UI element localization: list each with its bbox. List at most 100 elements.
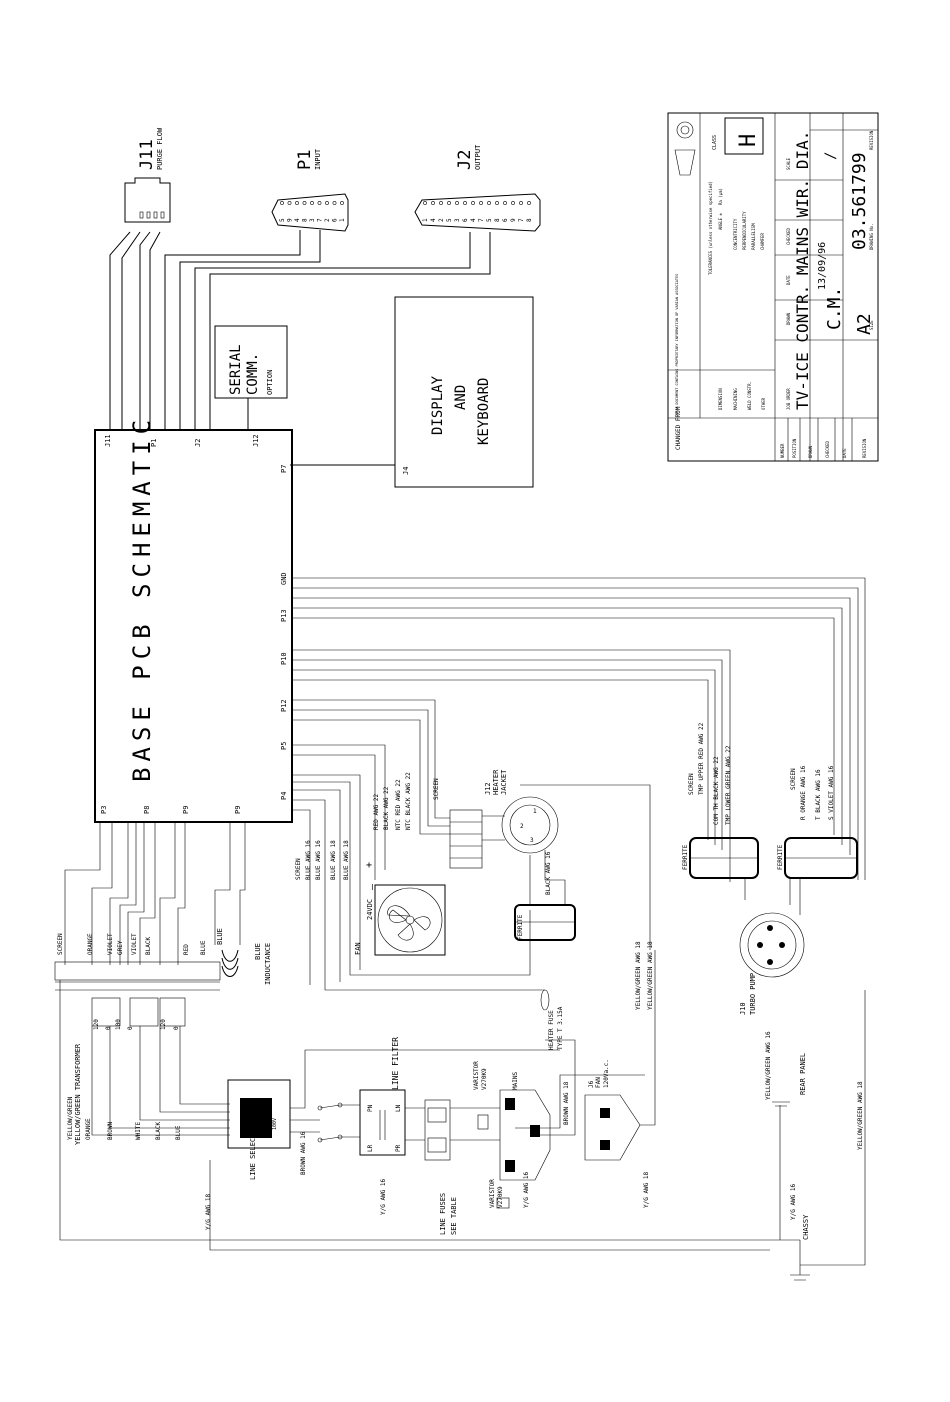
transformer: YELLOW/GREEN TRANSFORMER xyxy=(54,961,221,1145)
wire-tmp-screen: SCREEN xyxy=(688,773,695,795)
tb-rev-number: NUMBER xyxy=(780,443,785,458)
transformer-tap-label: 0 xyxy=(105,1026,112,1030)
transformer-tap-label: 100 xyxy=(115,1019,122,1030)
transformer-tap-label: 0 xyxy=(127,1026,134,1030)
transformer-secondary-label: SCREEN xyxy=(57,933,64,955)
heater-terminal xyxy=(449,809,483,869)
tb-drawing-no: 03.561799 xyxy=(849,152,870,250)
tb-sym-2: PERPENDICULARITY xyxy=(742,211,747,250)
wire-turbo-s: S VIOLET AWG 16 xyxy=(828,765,835,820)
j10-turbo-pump: J10 TURBO PUMP xyxy=(739,912,805,1015)
p1-pin xyxy=(295,201,299,205)
ferrite-turbo: FERRITE xyxy=(777,837,858,879)
line-filter: LINE FILTER PN LN LR PR xyxy=(359,1037,406,1156)
j2-pin xyxy=(447,201,451,205)
varistor-1: VARISTOR V270K9 xyxy=(473,1061,489,1130)
j2-pin-label: 4 xyxy=(470,218,477,222)
tb-drawing-no-label: DRAWING No. xyxy=(869,224,874,251)
j2-pin-label: 5 xyxy=(486,218,493,222)
filter-pin-ln: LN xyxy=(395,1104,402,1112)
j12-line1: HEATER xyxy=(492,769,500,795)
tb-tolerances: TOLERANCES (unless otherwise specified) xyxy=(708,181,713,275)
j2-pin-label: 1 xyxy=(422,218,429,222)
tb-changed-from: CHANGED FROM xyxy=(675,406,682,450)
svg-text:1: 1 xyxy=(533,808,537,815)
p1-pin-label: 3 xyxy=(309,218,316,222)
p1-pin-label: 4 xyxy=(294,218,301,222)
port-p3: P3 xyxy=(100,806,108,814)
varistor1-label: VARISTOR xyxy=(473,1061,480,1090)
tb-rev-checked: CHECKED xyxy=(825,441,830,458)
j2-pin xyxy=(463,201,467,205)
j2-pin-label: 4 xyxy=(430,218,437,222)
base-pcb-title: BASE PCB SCHEMATIC xyxy=(128,414,156,782)
transformer-secondary-label: GREY xyxy=(117,940,124,955)
inductance-line1: BLUE xyxy=(216,928,224,945)
display-port: J4 xyxy=(402,467,410,475)
j2-pin xyxy=(495,201,499,205)
tb-ra: Ra (μm) xyxy=(718,188,723,205)
transformer-primary-label: BLACK xyxy=(155,1122,162,1140)
j2-pin-label: 2 xyxy=(438,218,445,222)
serial-comm-box: SERIAL COMM. OPTION xyxy=(214,325,288,399)
svg-text:3: 3 xyxy=(530,837,534,844)
j2-pin xyxy=(511,201,515,205)
port-p13: P13 xyxy=(280,609,288,622)
transformer-tap-label: 0 xyxy=(173,1026,180,1030)
ferrite-2-label: FERRITE xyxy=(682,844,689,870)
heater-fuse-line1: HEATER FUSE xyxy=(548,1010,555,1050)
j2-pin-label: 6 xyxy=(462,218,469,222)
line-selector-label: LINE SELECTOR xyxy=(249,1124,257,1180)
transformer-primary-label: YELLOW/GREEN xyxy=(67,1096,74,1140)
rear-panel: REAR PANEL xyxy=(799,1053,807,1095)
svg-text:2: 2 xyxy=(520,823,524,830)
j2-pin xyxy=(487,201,491,205)
serial-line3: OPTION xyxy=(266,370,274,395)
wire-ntc-black: NTC BLACK AWG 22 xyxy=(405,772,412,830)
transformer-primary-label: WHITE xyxy=(135,1122,142,1140)
j2-pin-label: 8 xyxy=(526,218,533,222)
p1-pin xyxy=(302,201,307,205)
yellow-green-18b: YELLOW/GREEN AWG 18 xyxy=(647,941,654,1010)
tb-slash: / xyxy=(823,152,839,160)
tb-revision-label: REVISION xyxy=(869,130,874,150)
yg-awg18-2: Y/G AWG 18 xyxy=(205,1193,212,1230)
wire-tmp-upper: TMP UPPER RED AWG 22 xyxy=(698,722,705,795)
serial-line2: COMM. xyxy=(245,353,261,395)
p1-pin-label: 2 xyxy=(324,218,331,222)
tb-row-dimension: DIMENSION xyxy=(718,388,723,410)
p1-pin xyxy=(310,201,314,205)
fan-plus: + xyxy=(366,860,372,871)
line-filter-label: LINE FILTER xyxy=(391,1037,400,1090)
p1-pin-label: 1 xyxy=(339,218,346,222)
varistor1-part: V270K9 xyxy=(481,1068,488,1090)
j2-pin xyxy=(455,201,459,205)
tb-rev-date: DATE xyxy=(842,448,847,458)
filter-pin-lr: LR xyxy=(367,1144,374,1152)
tb-sym-3: PARALLELISM xyxy=(751,223,756,250)
transformer-primary-label: ORANGE xyxy=(85,1118,92,1140)
tb-drawn-label: DRAWN xyxy=(786,312,791,325)
line-selector-tap: 240V xyxy=(251,1118,257,1130)
j2-pin xyxy=(431,201,435,205)
j2-pin xyxy=(479,201,483,205)
yg-awg16-3: Y/G AWG 16 xyxy=(380,1178,387,1215)
j10-name: TURBO PUMP xyxy=(749,973,757,1015)
wire-ntc-red: NTC RED AWG 22 xyxy=(395,779,402,830)
ferrite-heater: FERRITE BLACK AWG 16 xyxy=(514,851,576,941)
base-pcb-box: BASE PCB SCHEMATIC J11 P1 J2 J12 P7 GND … xyxy=(94,414,293,823)
display-line3: KEYBOARD xyxy=(476,378,492,445)
j2-pin-label: 3 xyxy=(454,218,461,222)
tb-rev-position: POSITION xyxy=(792,438,797,458)
p1-pin xyxy=(287,201,292,205)
tb-size-label: SIZE xyxy=(869,320,874,330)
mains-socket: MAINS Y/G AWG 16 xyxy=(499,1072,551,1208)
p1-pin-label: 9 xyxy=(287,218,294,222)
p1-pin xyxy=(325,201,329,205)
port-p9b: P9 xyxy=(234,806,242,814)
p1-pin xyxy=(340,201,344,205)
j2-pin xyxy=(439,201,443,205)
j2-name: OUTPUT xyxy=(474,144,482,170)
